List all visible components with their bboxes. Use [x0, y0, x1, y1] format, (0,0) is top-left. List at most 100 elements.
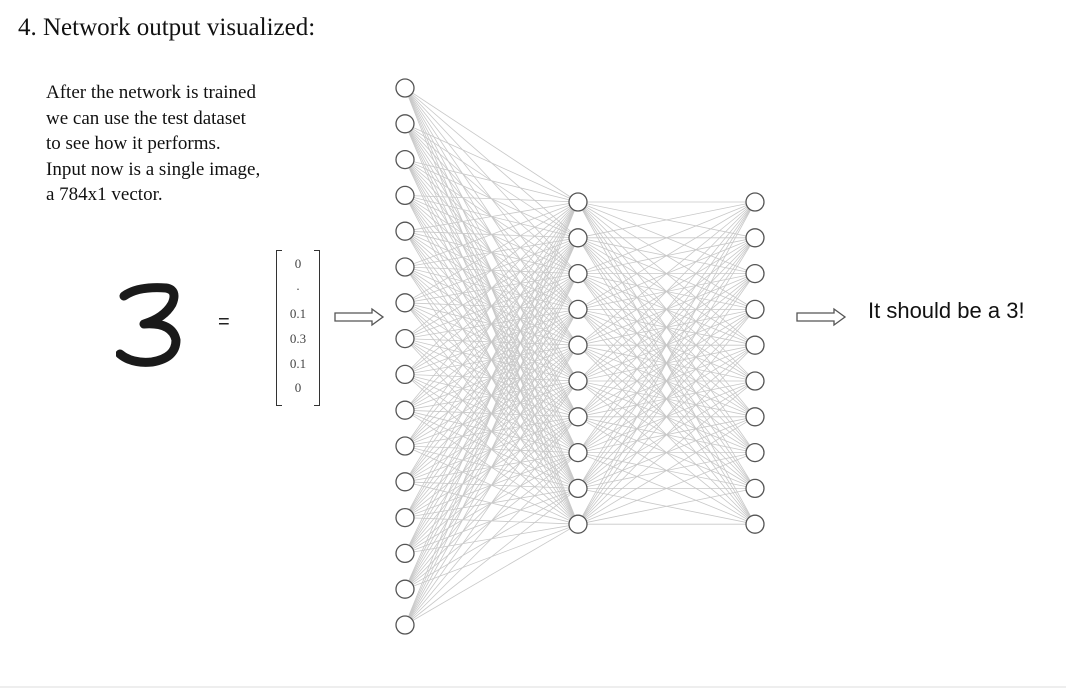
connection-line	[404, 380, 579, 626]
neuron-layer-3	[745, 514, 765, 534]
neuron-layer-2	[568, 192, 588, 212]
connection-line	[577, 201, 756, 274]
connection-line	[404, 201, 579, 590]
connection-line	[577, 201, 756, 525]
output-arrow-icon	[796, 307, 847, 327]
neuron-layer-1	[395, 293, 415, 313]
connection-line	[404, 201, 579, 232]
connection-line	[577, 201, 756, 346]
connection-line	[404, 159, 579, 203]
neuron-layer-2	[568, 299, 588, 320]
neuron-layer-1	[395, 615, 415, 635]
connection-line	[404, 201, 579, 411]
connection-line	[577, 237, 756, 525]
neuron-layer-1	[395, 507, 415, 528]
handwritten-digit-image	[116, 283, 181, 367]
left-bracket	[276, 250, 282, 406]
right-bracket	[314, 250, 320, 406]
neuron-layer-2	[568, 514, 588, 534]
neuron-layer-2	[568, 442, 588, 463]
neuron-layer-1	[395, 185, 415, 206]
neuron-layer-3	[745, 299, 765, 320]
connection-line	[577, 201, 756, 453]
connection-line	[404, 201, 579, 268]
neuron-layer-3	[745, 228, 765, 248]
connection-line	[404, 87, 579, 203]
connection-line	[577, 488, 756, 525]
neuron-layer-1	[395, 472, 415, 492]
neuron-layer-2	[568, 478, 588, 499]
connection-line	[577, 452, 756, 525]
connection-line	[577, 344, 756, 525]
connection-line	[404, 201, 579, 626]
description-line: a 784x1 vector.	[46, 184, 163, 205]
vector-entry: 0	[294, 256, 302, 271]
connection-line	[404, 201, 579, 554]
page-divider	[0, 686, 1066, 688]
connection-line	[404, 201, 579, 304]
connection-line	[404, 201, 579, 447]
connection-line	[404, 201, 579, 483]
neuron-layer-3	[745, 335, 765, 355]
neuron-layer-3	[745, 192, 765, 212]
vector-entry: 0.3	[289, 331, 307, 346]
connection-line	[404, 201, 579, 375]
connection-line	[577, 273, 756, 525]
neuron-layer-3	[745, 263, 765, 284]
description-line: we can use the test dataset	[46, 107, 246, 129]
neuron-layer-2	[568, 407, 588, 427]
equals-sign: =	[218, 311, 230, 333]
neuron-layer-1	[395, 114, 415, 134]
input-arrow-icon	[334, 307, 385, 327]
vector-entry: .	[296, 278, 300, 293]
neuron-layer-1	[395, 257, 415, 277]
connection-line	[404, 201, 579, 518]
description-line: Input now is a single image,	[46, 158, 261, 180]
neuron-layer-3	[745, 407, 765, 427]
connection-line	[404, 452, 579, 626]
connection-line	[404, 416, 579, 626]
connection-line	[404, 123, 579, 203]
neuron-layer-1	[395, 149, 415, 170]
neuron-layer-2	[568, 228, 588, 248]
neurons	[395, 78, 765, 635]
neuron-layer-1	[395, 436, 415, 456]
connection-line	[404, 195, 579, 203]
neuron-layer-2	[568, 335, 588, 355]
connections	[404, 87, 756, 626]
input-vector: 0 . 0.1 0.3 0.1 0	[276, 250, 320, 406]
vector-entry: 0	[294, 380, 302, 395]
connection-line	[577, 201, 756, 239]
neuron-layer-1	[395, 328, 415, 349]
vector-entry: 0.1	[289, 306, 307, 321]
connection-line	[577, 201, 756, 310]
connection-line	[404, 273, 579, 626]
neuron-layer-3	[745, 442, 765, 463]
neuron-layer-2	[568, 371, 588, 391]
neuron-layer-1	[395, 579, 415, 599]
connection-line	[577, 309, 756, 525]
vector-entry: 0.1	[289, 356, 307, 371]
connection-line	[577, 380, 756, 525]
connection-line	[404, 309, 579, 626]
connection-line	[577, 201, 756, 418]
neuron-layer-3	[745, 478, 765, 499]
connection-line	[404, 344, 579, 626]
connection-line	[577, 201, 756, 489]
connection-line	[404, 488, 579, 626]
neuron-layer-1	[395, 543, 415, 564]
description-text: After the network is trained we can use …	[46, 80, 260, 208]
neuron-layer-1	[395, 364, 415, 385]
prediction-text: It should be a 3!	[868, 298, 1025, 323]
connection-line	[577, 201, 756, 382]
description-line: to see how it performs.	[46, 133, 221, 154]
neuron-layer-1	[395, 400, 415, 420]
description-line: After the network is trained	[46, 82, 256, 103]
neuron-layer-1	[395, 221, 415, 241]
neuron-layer-3	[745, 371, 765, 391]
connection-line	[404, 237, 579, 626]
neuron-layer-2	[568, 263, 588, 284]
page-heading: 4. Network output visualized:	[18, 14, 316, 41]
connection-line	[404, 523, 579, 626]
